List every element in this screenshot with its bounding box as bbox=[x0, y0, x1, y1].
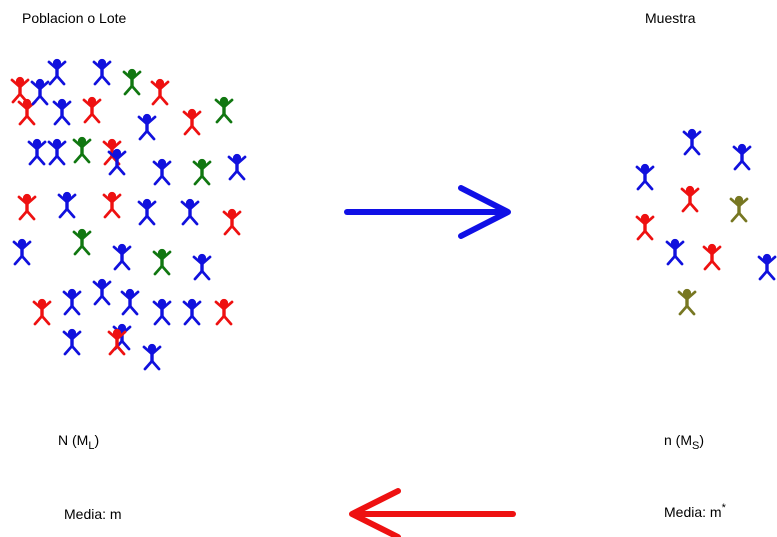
population-figure-green bbox=[214, 95, 234, 124]
population-figure-red bbox=[10, 75, 30, 104]
population-figure-blue bbox=[62, 287, 82, 316]
population-figure-green bbox=[192, 157, 212, 186]
population-figure-blue bbox=[12, 237, 32, 266]
population-figure-red bbox=[32, 297, 52, 326]
population-figure-blue bbox=[47, 57, 67, 86]
population-figure-red bbox=[102, 190, 122, 219]
population-figure-red bbox=[82, 95, 102, 124]
sample-figure-olive bbox=[677, 287, 697, 316]
population-figure-red bbox=[182, 107, 202, 136]
forward-arrow bbox=[344, 185, 511, 239]
population-figure-blue bbox=[47, 137, 67, 166]
population-figure-blue bbox=[142, 342, 162, 371]
sample-figure-olive bbox=[729, 194, 749, 223]
backward-arrow bbox=[349, 488, 516, 537]
sample-figures bbox=[635, 127, 777, 316]
sample-figure-blue bbox=[635, 162, 655, 191]
population-figure-blue bbox=[152, 297, 172, 326]
population-figure-blue bbox=[92, 57, 112, 86]
population-figure-blue bbox=[30, 77, 50, 106]
population-figure-green bbox=[72, 135, 92, 164]
population-figure-blue bbox=[192, 252, 212, 281]
population-figure-blue bbox=[137, 197, 157, 226]
population-figure-green bbox=[152, 247, 172, 276]
population-figure-red bbox=[214, 297, 234, 326]
population-figure-red bbox=[222, 207, 242, 236]
population-figure-green bbox=[72, 227, 92, 256]
population-size-label: N (ML) bbox=[58, 432, 100, 452]
population-figure-blue bbox=[112, 242, 132, 271]
sample-figure-blue bbox=[665, 237, 685, 266]
population-figure-blue bbox=[92, 277, 112, 306]
sample-figure-red bbox=[635, 212, 655, 241]
population-figure-blue bbox=[182, 297, 202, 326]
sample-mean-label: Media: m* bbox=[664, 502, 726, 520]
population-figure-green bbox=[122, 67, 142, 96]
population-figure-blue bbox=[27, 137, 47, 166]
population-figure-blue bbox=[180, 197, 200, 226]
population-figure-blue bbox=[152, 157, 172, 186]
sample-figure-blue bbox=[732, 142, 752, 171]
sample-title: Muestra bbox=[645, 10, 696, 26]
population-figure-blue bbox=[57, 190, 77, 219]
sample-figure-blue bbox=[757, 252, 777, 281]
population-figure-red bbox=[17, 192, 37, 221]
sample-figure-blue bbox=[682, 127, 702, 156]
sample-figure-red bbox=[680, 184, 700, 213]
population-figures bbox=[10, 57, 247, 371]
population-figure-blue bbox=[62, 327, 82, 356]
population-figure-blue bbox=[137, 112, 157, 141]
population-mean-label: Media: m bbox=[64, 506, 122, 522]
population-title: Poblacion o Lote bbox=[22, 10, 127, 26]
population-figure-blue bbox=[107, 147, 127, 176]
population-figure-blue bbox=[52, 97, 72, 126]
population-figure-blue bbox=[227, 152, 247, 181]
population-figure-blue bbox=[120, 287, 140, 316]
sample-figure-red bbox=[702, 242, 722, 271]
sample-size-label: n (MS) bbox=[664, 432, 705, 452]
population-figure-red bbox=[150, 77, 170, 106]
